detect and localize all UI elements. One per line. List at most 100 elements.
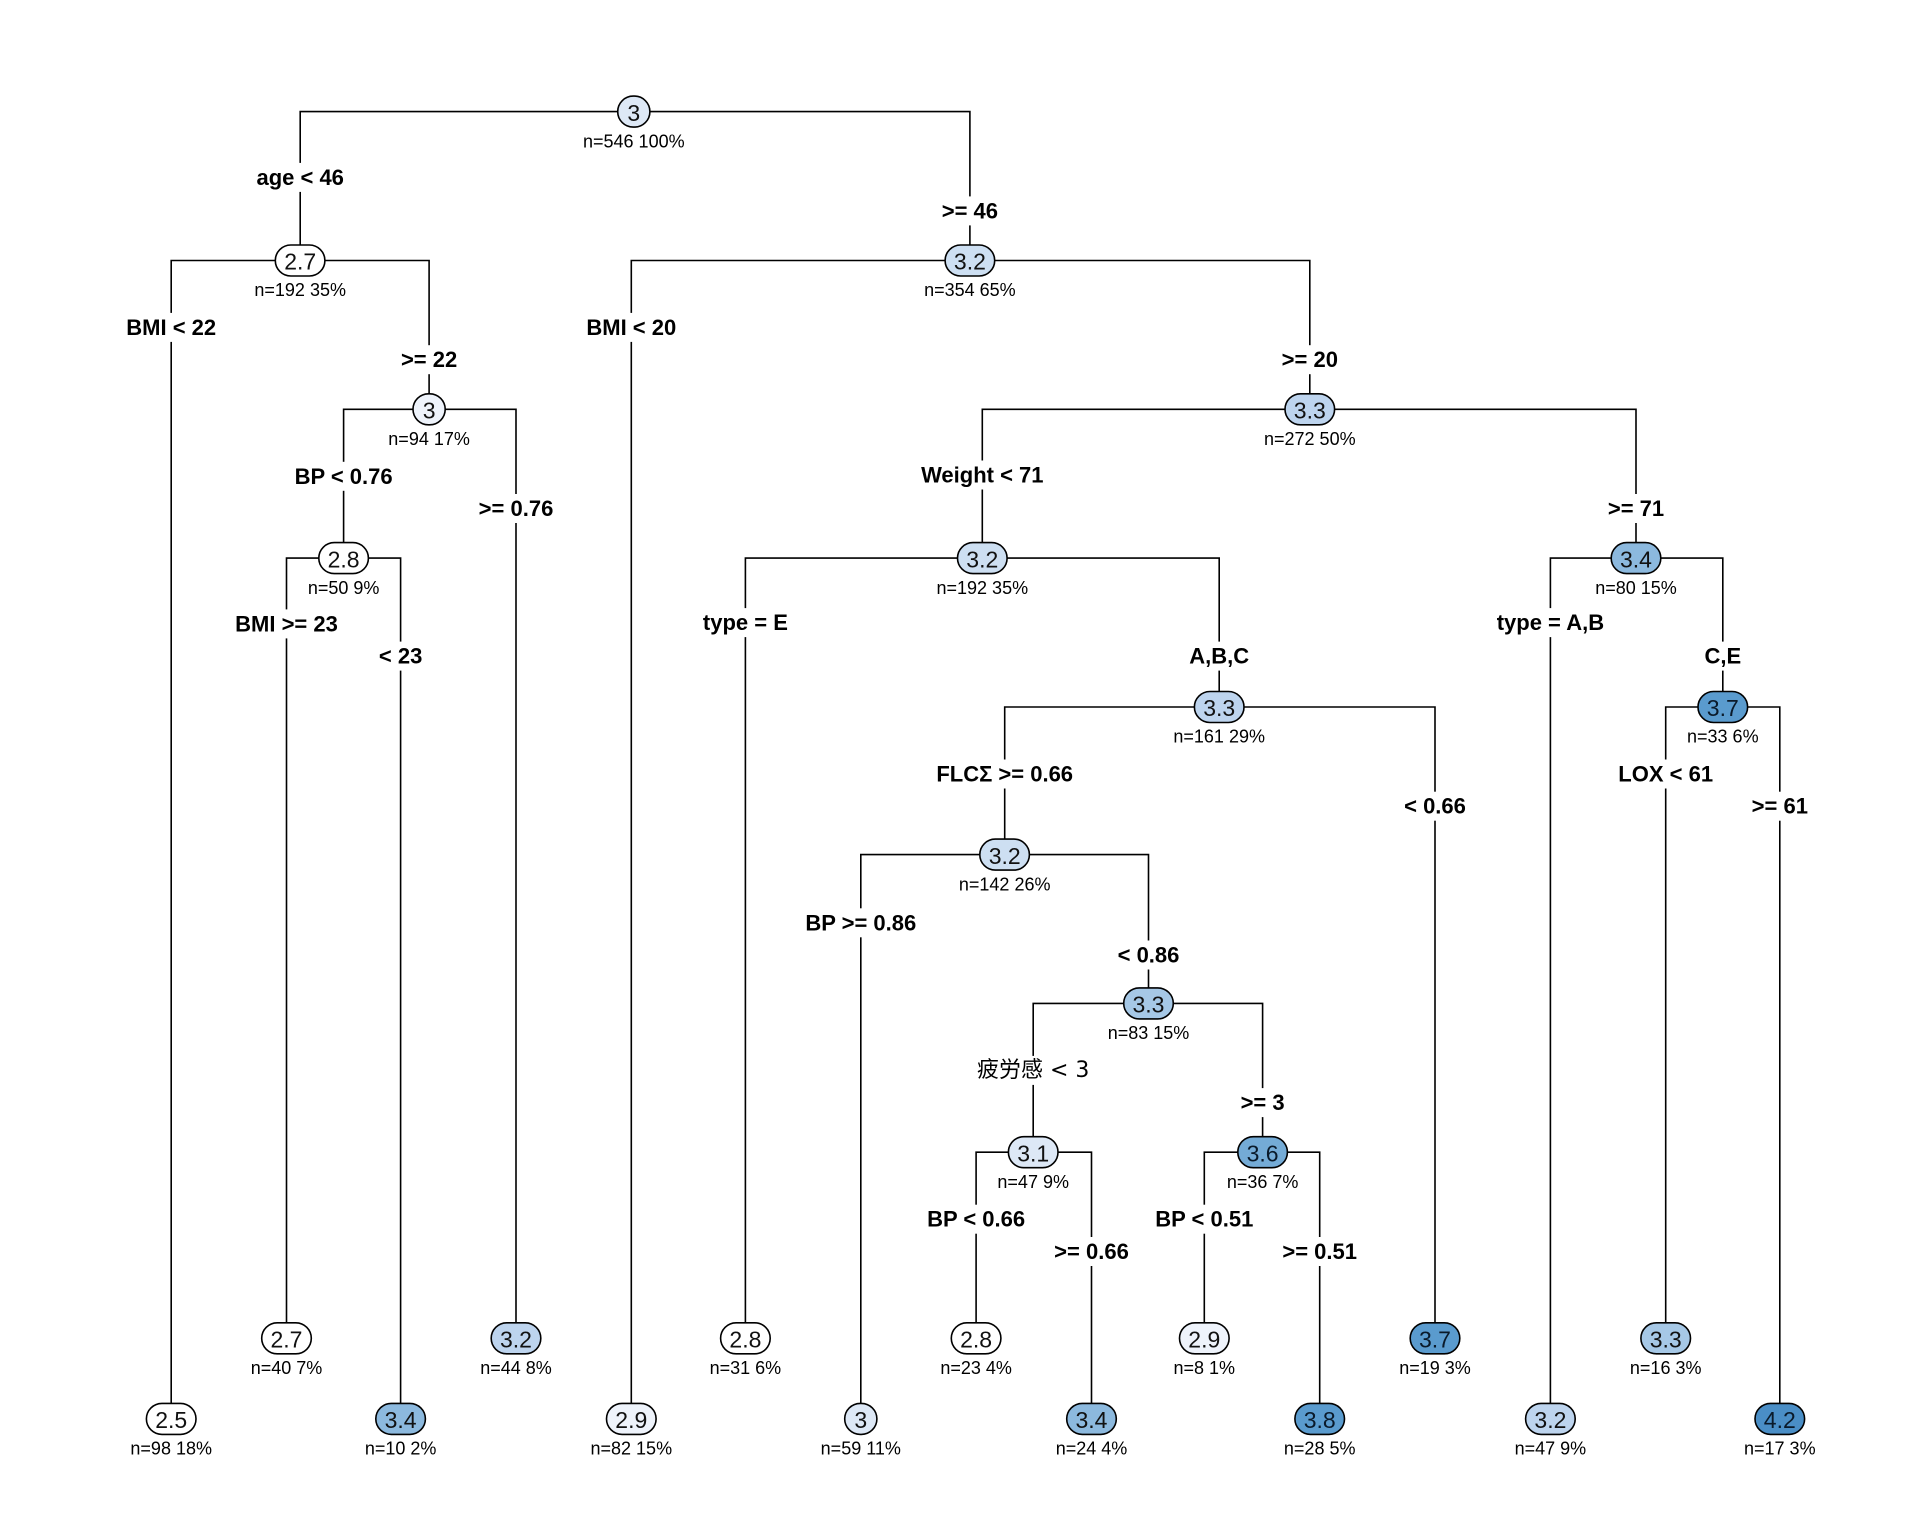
node-info-n14: n=161 29% <box>1173 727 1265 747</box>
edge-n25-left <box>1549 557 1636 1404</box>
node-ellipse-n8 <box>374 1402 427 1436</box>
split-label-bg-n17-left <box>972 1055 1094 1085</box>
tree-node-n19: 2.8n=23 4% <box>940 1322 1012 1378</box>
split-label-n21-left: BP < 0.51 <box>1155 1207 1253 1232</box>
split-label-n12-right: A,B,C <box>1189 644 1249 669</box>
node-ellipse-n28 <box>1640 1322 1692 1355</box>
node-value-n8: 3.4 <box>385 1407 417 1433</box>
edge-n6-left <box>285 557 344 1323</box>
node-ellipse-n26 <box>1524 1402 1576 1436</box>
tree-node-n25: 3.4n=80 15% <box>1595 541 1677 598</box>
split-label-bg-n14-left <box>932 759 1078 789</box>
tree-nodes: 3n=546 100%2.7n=192 35%3.2n=354 65%2.5n=… <box>130 95 1816 1459</box>
split-label-bg-n25-right <box>1700 641 1746 671</box>
node-info-n13: n=31 6% <box>710 1358 782 1378</box>
node-ellipse-n24 <box>1409 1322 1461 1355</box>
split-label-bg-n3-left <box>582 312 681 342</box>
tree-node-n15: 3.2n=142 26% <box>959 838 1050 894</box>
node-ellipse-n25 <box>1610 541 1662 575</box>
node-ellipse-n9 <box>490 1322 542 1355</box>
edge-n1-left <box>299 110 634 245</box>
node-value-n11: 3.3 <box>1294 398 1326 424</box>
node-ellipse-n2 <box>274 244 326 277</box>
tree-node-n18: 3.1n=47 9% <box>997 1135 1069 1192</box>
node-ellipse-n18 <box>1007 1135 1059 1169</box>
node-ellipse-n13 <box>719 1322 771 1355</box>
tree-node-n6: 2.8n=50 9% <box>308 541 380 598</box>
split-label-n21-right: >= 0.51 <box>1282 1239 1357 1264</box>
split-label-n14-left: FLCΣ >= 0.66 <box>936 762 1073 787</box>
node-value-n25: 3.4 <box>1620 546 1652 572</box>
split-label-bg-n5-right <box>474 494 558 523</box>
node-info-n22: n=8 1% <box>1174 1358 1236 1378</box>
split-label-n3-left: BMI < 20 <box>586 315 676 340</box>
node-info-n8: n=10 2% <box>365 1439 437 1459</box>
tree-node-n8: 3.4 n=10 2% <box>365 1402 437 1459</box>
node-value-n7: 2.7 <box>271 1327 303 1353</box>
tree-node-n17: 3.3n=83 15% <box>1108 987 1190 1043</box>
edge-n15-left <box>860 853 1005 1404</box>
node-value-n3: 3.2 <box>954 249 986 275</box>
node-value-n23: 3.8 <box>1304 1407 1336 1433</box>
edge-n3-right <box>969 259 1311 394</box>
split-label-bg-n14-right <box>1400 791 1470 821</box>
split-label-n6-left: BMI >= 23 <box>235 611 338 636</box>
tree-node-n28: 3.3n=16 3% <box>1630 1322 1701 1378</box>
node-info-n27: n=33 6% <box>1687 727 1759 747</box>
node-value-n14: 3.3 <box>1203 695 1235 721</box>
node-info-n10: n=82 15% <box>591 1439 673 1459</box>
node-value-n9: 3.2 <box>500 1327 532 1353</box>
tree-node-n14: 3.3 n=161 29% <box>1173 690 1265 747</box>
node-ellipse-n12 <box>956 541 1008 575</box>
node-value-n19: 2.8 <box>960 1327 992 1353</box>
split-label-n5-left: BP < 0.76 <box>295 464 393 489</box>
node-ellipse-n22 <box>1178 1322 1230 1355</box>
node-info-n9: n=44 8% <box>480 1358 552 1378</box>
tree-node-n3: 3.2n=354 65% <box>924 244 1016 300</box>
split-label-bg-n12-left <box>698 608 792 638</box>
tree-node-n13: 2.8n=31 6% <box>710 1322 782 1378</box>
tree-node-n23: 3.8n=28 5% <box>1284 1402 1355 1459</box>
tree-node-n10: 2.9n=82 15% <box>591 1402 673 1459</box>
node-info-n16: n=59 11% <box>821 1439 901 1459</box>
split-label-bg-n15-right <box>1113 940 1184 970</box>
split-label-n5-right: >= 0.76 <box>479 496 554 521</box>
split-label-n18-right: >= 0.66 <box>1054 1239 1129 1264</box>
node-info-n7: n=40 7% <box>251 1358 323 1378</box>
node-info-n4: n=98 18% <box>130 1439 212 1459</box>
split-label-bg-n27-left <box>1614 759 1718 789</box>
node-info-n17: n=83 15% <box>1108 1023 1190 1043</box>
tree-node-n9: 3.2 n=44 8% <box>480 1322 552 1378</box>
split-label-n12-left: type = E <box>703 610 788 635</box>
split-label-bg-n6-right <box>374 641 427 671</box>
split-label-n18-left: BP < 0.66 <box>927 1207 1025 1232</box>
node-value-n16: 3 <box>854 1407 867 1433</box>
node-info-n26: n=47 9% <box>1515 1439 1587 1459</box>
node-info-n29: n=17 3% <box>1744 1439 1816 1459</box>
split-label-n14-right: < 0.66 <box>1404 794 1466 819</box>
node-info-n6: n=50 9% <box>308 578 380 598</box>
node-ellipse-n10 <box>605 1402 657 1436</box>
edge-n11-left <box>981 408 1310 543</box>
edge-n17-left <box>1032 1002 1149 1137</box>
split-label-n17-right: >= 3 <box>1241 1090 1285 1115</box>
split-label-bg-n25-left <box>1492 608 1609 638</box>
split-label-n1-right: >= 46 <box>942 198 998 223</box>
tree-node-n20: 3.4n=24 4% <box>1056 1402 1127 1459</box>
split-label-n27-left: LOX < 61 <box>1618 762 1713 787</box>
node-value-n18: 3.1 <box>1017 1141 1049 1167</box>
node-value-n26: 3.2 <box>1534 1407 1566 1433</box>
node-ellipse-n27 <box>1697 690 1749 724</box>
node-value-n15: 3.2 <box>989 843 1021 869</box>
node-value-n20: 3.4 <box>1076 1407 1108 1433</box>
split-label-bg-n3-right <box>1277 345 1342 375</box>
split-label-n1-left: age < 46 <box>256 165 343 190</box>
edge-n14-right <box>1219 706 1436 1323</box>
split-label-n2-left: BMI < 22 <box>126 315 216 340</box>
tree-node-n27: 3.7n=33 6% <box>1687 690 1759 747</box>
tree-node-n5: 3n=94 17% <box>388 392 470 449</box>
split-label-n15-right: < 0.86 <box>1118 943 1180 968</box>
edge-n12-left <box>744 557 983 1323</box>
node-value-n4: 2.5 <box>155 1407 187 1433</box>
split-label-n11-right: >= 71 <box>1608 496 1664 521</box>
